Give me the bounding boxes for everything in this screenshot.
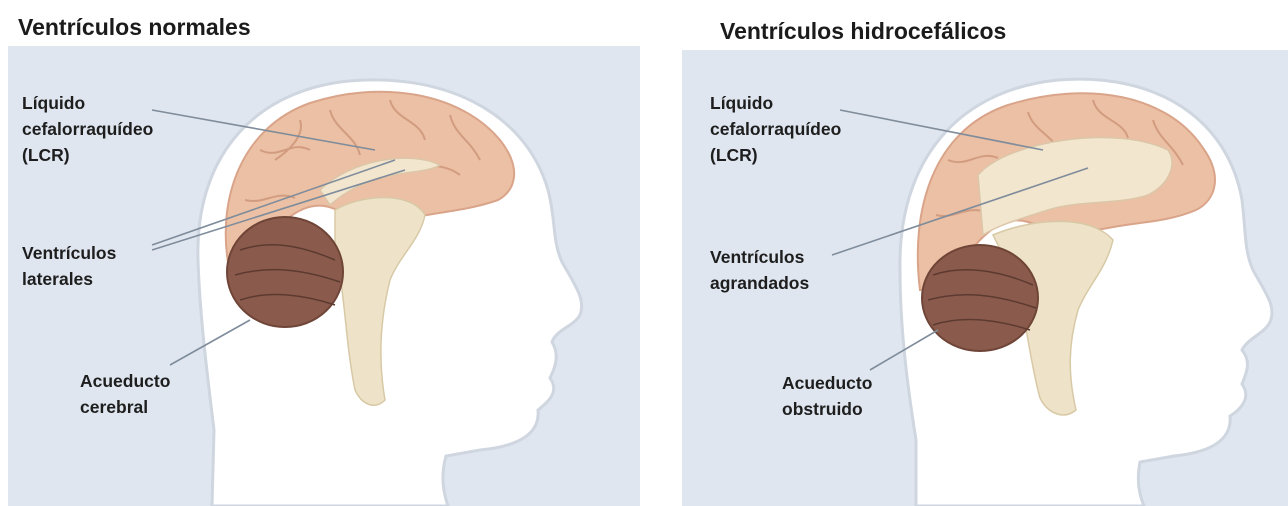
csf-label-line: (LCR) (710, 145, 758, 165)
ventricles-label: Ventrículos laterales (22, 240, 116, 292)
brainstem (334, 196, 426, 406)
ventricles-label-line: agrandados (710, 273, 810, 293)
cerebellum-folds (234, 244, 341, 306)
csf-leader-line (151, 109, 376, 151)
ventricles-label-line: Ventrículos (22, 243, 117, 263)
aqueduct-label-line: cerebral (80, 397, 149, 417)
aqueduct-label-line: Acueducto (80, 371, 171, 391)
csf-label-line: cefalorraquídeo (710, 119, 842, 139)
hydrocephalic-ventricles-panel: Ventrículos hidrocefálicos Líquido cefal… (648, 0, 1288, 506)
normal-head-illustration (8, 46, 640, 506)
aqueduct-label: Acueducto cerebral (80, 368, 170, 420)
csf-label-line: cefalorraquídeo (22, 119, 154, 139)
hydrocephalic-head-illustration (682, 50, 1288, 506)
leader-lines (831, 109, 1089, 371)
aqueduct-leader-line (169, 319, 251, 366)
cerebellum-folds (927, 269, 1037, 331)
lateral-ventricles (319, 157, 442, 207)
csf-label-line: Líquido (710, 93, 774, 113)
ventricles-leader-line-2 (151, 169, 406, 251)
enlarged-ventricles (977, 136, 1173, 237)
aqueduct-label: Acueducto obstruido (782, 370, 872, 422)
ventricles-label: Ventrículos agrandados (710, 244, 809, 296)
ventricles-leader-line-1 (151, 159, 396, 246)
panel-title: Ventrículos hidrocefálicos (720, 18, 1007, 44)
aqueduct-label-line: Acueducto (782, 373, 873, 393)
panel-title: Ventrículos normales (18, 14, 251, 40)
aqueduct-leader-line (869, 329, 939, 371)
aqueduct-label-line: obstruido (782, 399, 863, 419)
normal-ventricles-panel: Ventrículos normales Líquido cefalorraqu… (0, 0, 640, 506)
csf-leader-line (839, 109, 1044, 151)
leader-lines (151, 109, 406, 366)
csf-label-line: (LCR) (22, 145, 70, 165)
csf-label: Líquido cefalorraquídeo (LCR) (710, 90, 841, 168)
ventricles-label-line: Ventrículos (710, 247, 805, 267)
ventricles-label-line: laterales (22, 269, 94, 289)
csf-label-line: Líquido (22, 93, 86, 113)
ventricles-leader-line (831, 167, 1089, 256)
csf-label: Líquido cefalorraquídeo (LCR) (22, 90, 153, 168)
